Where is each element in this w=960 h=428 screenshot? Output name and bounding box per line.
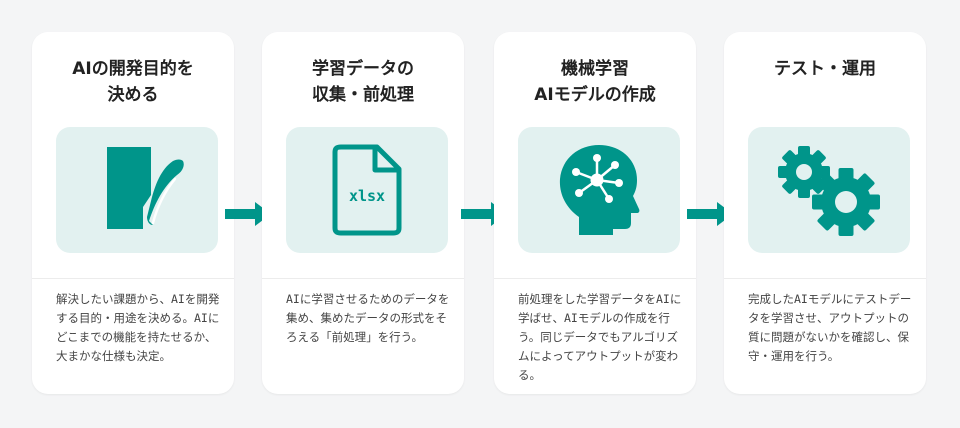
gears-icon	[778, 146, 880, 236]
arrow-right-icon	[687, 202, 733, 226]
card-divider	[724, 278, 926, 279]
step-title: AIの開発目的を 決める	[72, 59, 194, 105]
step-illustration: xlsx	[286, 127, 448, 253]
step-card-4: テスト・運用	[724, 32, 926, 394]
brain-network-head-icon	[559, 145, 640, 235]
step-title: 機械学習 AIモデルの作成	[534, 59, 656, 105]
step-illustration	[518, 127, 680, 253]
step-title: 学習データの 収集・前処理	[312, 59, 414, 105]
step-description: AIに学習させるためのデータを集め、集めたデータの形式をそろえる「前処理」を行う…	[286, 292, 450, 344]
xlsx-file-icon: xlsx	[332, 144, 402, 236]
card-divider	[262, 278, 464, 279]
step-description: 完成したAIモデルにテストデータを学習させ、アウトプットの質に問題がないかを確認…	[748, 292, 912, 363]
step-title: テスト・運用	[774, 59, 876, 79]
file-type-label: xlsx	[349, 187, 385, 205]
step-illustration	[748, 127, 910, 253]
step-illustration	[56, 127, 218, 253]
document-quill-icon	[107, 147, 184, 229]
step-description: 解決したい課題から、AIを開発する目的・用途を決める。AIにどこまでの機能を持た…	[56, 292, 220, 363]
step-card-2: 学習データの 収集・前処理 xlsx AIに学習させるためのデータを集め、集めた…	[262, 32, 464, 394]
step-card-1: AIの開発目的を 決める 解決したい課題から、AIを開発する目的・用途を決める。…	[32, 32, 234, 394]
card-divider	[32, 278, 234, 279]
step-card-3: 機械学習 AIモデルの作成 前処理をした学習データをAIに学ばせ、AIモデルの作…	[494, 32, 696, 394]
arrow-right-icon	[225, 202, 271, 226]
step-description: 前処理をした学習データをAIに学ばせ、AIモデルの作成を行う。同じデータでもアル…	[518, 292, 682, 382]
card-divider	[494, 278, 696, 279]
